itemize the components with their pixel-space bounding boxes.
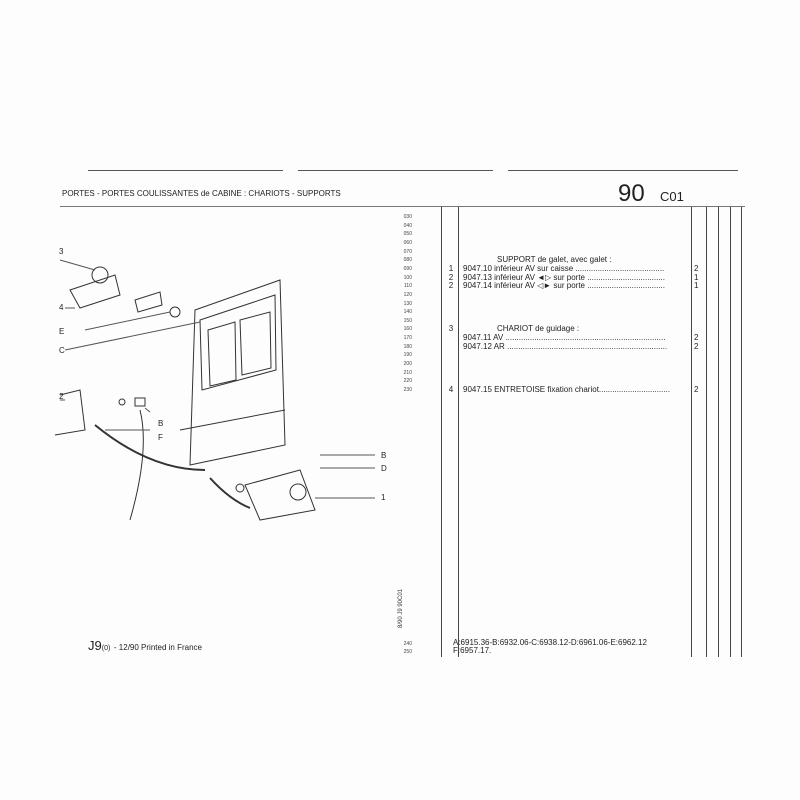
quantity: 2 — [694, 263, 699, 273]
line-number: 220 — [403, 378, 412, 385]
top-rule — [88, 170, 283, 171]
subsection-number: C01 — [660, 189, 684, 204]
quantity: 2 — [694, 333, 699, 343]
door-window — [199, 294, 277, 391]
ref-number: 2 — [448, 272, 454, 282]
top-rule — [298, 170, 493, 171]
ref-number: 3 — [448, 324, 454, 334]
part-description: 9047.10 inférieur AV sur caisse ........… — [463, 263, 665, 273]
line-number: 240 — [403, 641, 412, 647]
diagram-label: F — [158, 433, 163, 442]
vertical-code: 8/90 J9 90C01 — [398, 588, 404, 628]
line-number: 110 — [404, 283, 412, 290]
column-line — [718, 207, 719, 657]
diagram-label: B — [381, 451, 387, 460]
support-part-3 — [69, 274, 121, 309]
line-number: 250 — [403, 649, 412, 655]
column-line — [458, 207, 459, 657]
line-number: 190 — [403, 352, 412, 359]
diagram-label: 2 — [59, 392, 64, 401]
quantity: 1 — [694, 272, 699, 282]
footnote-line: A:6915.36-B:6932.06-C:6938.12-D:6961.06-… — [453, 638, 647, 647]
line-number: 160 — [403, 326, 412, 333]
top-rule — [508, 170, 738, 171]
column-line — [741, 207, 742, 657]
line-number: 060 — [403, 239, 412, 246]
line-number: 040 — [403, 222, 412, 229]
ref-number: 1 — [448, 263, 454, 273]
bracket-part-2 — [54, 389, 86, 436]
quantity: 2 — [694, 385, 699, 394]
column-line — [441, 207, 442, 657]
door-outline — [189, 279, 286, 466]
ref-number: 4 — [448, 385, 454, 394]
part-description: 9047.12 AR .............................… — [463, 341, 668, 351]
part-description: 9047.15 ENTRETOISE fixation chariot.....… — [463, 385, 671, 394]
line-number: 130 — [403, 300, 412, 307]
footnote-line: F:6957.17. — [453, 646, 492, 655]
line-number: 150 — [403, 317, 412, 324]
diagram-label: 3 — [59, 247, 64, 256]
diagram-label: 4 — [59, 303, 64, 312]
line-number: 030 — [403, 214, 412, 220]
quantity: 1 — [694, 281, 699, 291]
line-number: 180 — [403, 343, 412, 350]
arrow — [94, 424, 206, 471]
header-rule — [60, 206, 745, 207]
line-number: 200 — [403, 361, 412, 368]
line-number: 170 — [403, 335, 412, 342]
ref-number: 2 — [448, 281, 454, 291]
part-description: 9047.13 inférieur AV ◄▷ sur porte ......… — [463, 272, 666, 282]
line-number: 080 — [403, 257, 412, 264]
diagram-label: E — [59, 327, 65, 336]
column-line — [691, 207, 692, 657]
carriage-part-1 — [244, 469, 316, 521]
exploded-diagram — [54, 259, 375, 521]
quantity: 2 — [694, 341, 699, 351]
line-number: 100 — [403, 274, 412, 281]
line-number: 230 — [403, 387, 412, 393]
line-number: 140 — [403, 309, 412, 316]
line-number: 050 — [403, 231, 412, 238]
line-number: 210 — [403, 369, 412, 376]
part-description: 9047.11 AV .............................… — [463, 333, 666, 343]
column-line — [706, 207, 707, 657]
diagram-label: D — [381, 464, 387, 473]
footer: J9(0) - 12/90 Printed in France — [88, 638, 202, 653]
part-description: CHARIOT de guidage : — [497, 324, 580, 334]
column-line — [730, 207, 731, 657]
line-number: 090 — [403, 265, 412, 272]
diagram-label: C — [59, 346, 65, 355]
page-title: PORTES - PORTES COULISSANTES de CABINE :… — [62, 189, 341, 198]
part-description: SUPPORT de galet, avec galet : — [497, 255, 612, 265]
section-number: 90 — [618, 180, 645, 207]
diagram-label: B — [158, 419, 164, 428]
part-description: 9047.14 inférieur AV ◁► sur porte ......… — [463, 281, 666, 291]
diagram-label: 1 — [381, 493, 386, 502]
line-number: 120 — [403, 291, 412, 298]
line-number: 070 — [403, 248, 412, 255]
